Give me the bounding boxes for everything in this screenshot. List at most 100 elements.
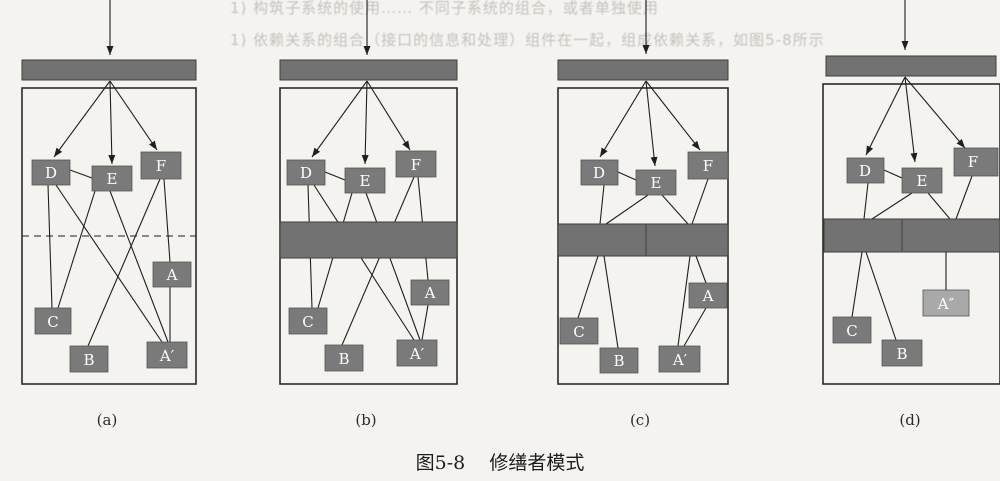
edge-top-d xyxy=(865,76,906,156)
node-f-label: F xyxy=(411,156,421,174)
node-a-prime-label: A′ xyxy=(409,345,425,363)
edge-d-e xyxy=(324,171,346,181)
node-c xyxy=(559,317,599,345)
edge-d-e xyxy=(69,169,93,179)
background-text-line-2: 1) 依赖关系的组合（接口的信息和处理）组件在一起，组成依赖关系，如图5-8所示 xyxy=(230,31,825,49)
edge-d-e xyxy=(617,171,637,181)
node-c-label: C xyxy=(47,313,58,331)
figure-title: 图5-8 修缮者模式 xyxy=(416,452,585,474)
edge-f-a xyxy=(163,178,171,263)
node-b-label: B xyxy=(613,352,624,370)
node-a-prime xyxy=(658,345,701,373)
top-bar xyxy=(21,59,197,81)
node-d-label: D xyxy=(300,164,312,182)
node-a-double-prime xyxy=(922,289,970,317)
edge-d-bar xyxy=(599,184,605,225)
edge-bar-b xyxy=(603,255,619,349)
edge-f-bar xyxy=(955,175,973,220)
node-e xyxy=(635,169,677,196)
edge-f-b xyxy=(87,178,161,347)
top-bar xyxy=(279,59,458,81)
adapter-right xyxy=(901,218,1000,253)
node-a-prime xyxy=(146,341,188,369)
subfigure-d: D E F C B A″ (d) xyxy=(822,0,1000,429)
edge-e-c xyxy=(57,190,96,309)
node-f xyxy=(687,151,729,180)
caption-c: (c) xyxy=(630,411,650,429)
node-f xyxy=(140,151,182,180)
edge-a-a1 xyxy=(421,304,429,341)
edge-e-a1 xyxy=(365,192,421,341)
edge-top-f xyxy=(645,80,701,151)
node-d-label: D xyxy=(45,164,57,182)
caption-b: (b) xyxy=(355,411,376,429)
edge-top-e xyxy=(904,76,918,163)
node-d-label: D xyxy=(859,162,871,180)
edge-top-e xyxy=(361,80,369,165)
edge-d-a1 xyxy=(55,184,163,343)
node-a-double-prime-label: A″ xyxy=(937,295,955,313)
edge-e-bar-right xyxy=(661,194,689,225)
edge-d-bar xyxy=(863,182,869,220)
node-d xyxy=(31,159,71,186)
node-a-prime-label: A′ xyxy=(159,347,175,365)
edge-a-a1 xyxy=(683,307,707,347)
background-text-line-1: 1) 构筑子系统的使用…… 不同子系统的组合，或者单独使用 xyxy=(230,0,659,17)
edge-top-d xyxy=(599,80,647,158)
subfigure-c: D E F A C B A′ (c) xyxy=(557,0,729,429)
node-b-label: B xyxy=(896,345,907,363)
edge-top-f xyxy=(366,80,411,151)
edge-d-c xyxy=(47,184,53,309)
edge-e-bar-left xyxy=(871,192,913,220)
node-e xyxy=(901,167,943,194)
subfigure-b: D E F A C B A′ (b) xyxy=(279,0,458,429)
edge-e-bar-left xyxy=(605,194,649,225)
node-a-label: A xyxy=(702,287,714,305)
node-a-prime-label: A′ xyxy=(672,351,688,369)
edge-f-bar xyxy=(691,178,709,225)
top-bar xyxy=(825,55,997,77)
node-e xyxy=(91,165,133,192)
node-c-label: C xyxy=(573,323,584,341)
caption-d: (d) xyxy=(899,411,920,429)
edge-top-f xyxy=(904,76,966,149)
edge-top-d xyxy=(53,80,111,158)
edge-e-a1 xyxy=(109,190,169,343)
node-c-label: C xyxy=(302,313,313,331)
node-a xyxy=(688,282,728,309)
edge-e-bar-right xyxy=(927,192,951,220)
edge-top-f xyxy=(109,80,158,151)
node-d xyxy=(580,159,619,186)
edge-d-e xyxy=(883,169,903,179)
edge-bar-c xyxy=(577,255,599,319)
node-a xyxy=(152,261,192,288)
node-d-label: D xyxy=(593,164,605,182)
node-e-label: E xyxy=(651,174,662,192)
node-e-label: E xyxy=(917,172,928,190)
edge-bar-a1 xyxy=(677,255,691,347)
node-c-label: C xyxy=(846,322,857,340)
node-c xyxy=(288,307,328,335)
edge-top-e xyxy=(645,80,658,167)
caption-a: (a) xyxy=(97,411,118,429)
edge-bar-a xyxy=(695,255,707,284)
node-e-label: E xyxy=(360,172,371,190)
repair-layer xyxy=(279,221,458,259)
adapter-left xyxy=(823,218,903,253)
node-f-label: F xyxy=(703,157,713,175)
node-c xyxy=(832,316,872,344)
node-b-label: B xyxy=(83,351,94,369)
node-a-label: A xyxy=(424,284,436,302)
node-e-label: E xyxy=(107,170,118,188)
node-b xyxy=(69,345,109,373)
edge-bar-c xyxy=(851,251,863,318)
adapter-right xyxy=(645,223,729,257)
edge-d-a1 xyxy=(313,184,415,341)
node-e xyxy=(344,167,386,194)
node-f xyxy=(395,150,437,178)
node-b xyxy=(881,339,923,367)
node-b xyxy=(599,347,639,374)
top-bar xyxy=(557,59,729,81)
